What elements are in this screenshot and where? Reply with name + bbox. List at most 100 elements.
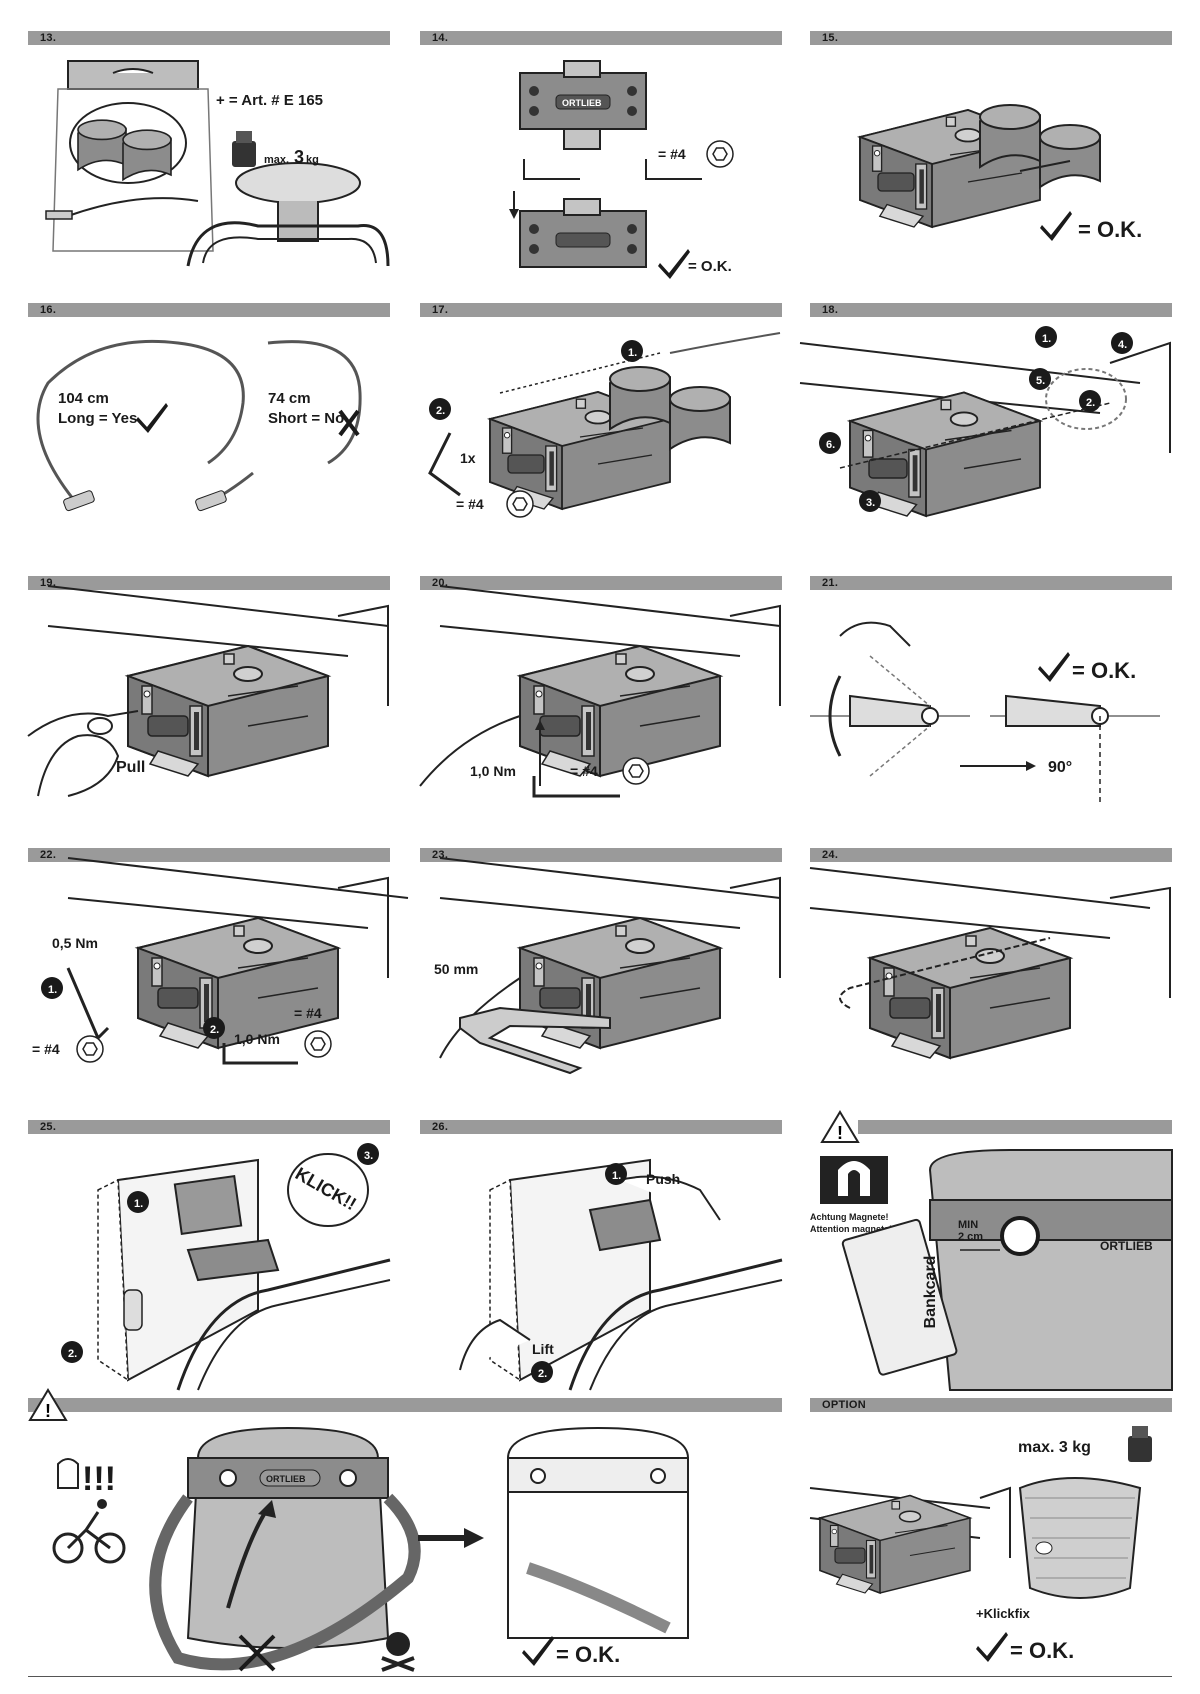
svg-text:ORTLIEB: ORTLIEB	[1100, 1239, 1153, 1253]
svg-text:2.: 2.	[436, 405, 445, 417]
step-26-panel: 26. 1. Push Lift 2.	[420, 1120, 783, 1391]
magnet-warning-en: Attention magnets!	[810, 1224, 892, 1234]
step-header	[858, 1120, 1172, 1134]
length-label: 50 mm	[434, 961, 478, 977]
long-length: 104 cm	[58, 390, 109, 407]
step-25-illustration: 1. 2. KLICK!! 3.	[28, 1140, 391, 1391]
svg-text:1.: 1.	[134, 1198, 143, 1210]
svg-text:2.: 2.	[538, 1368, 547, 1380]
step-13-illustration: max. 3 kg + = Art. # E 165	[28, 51, 390, 267]
svg-text:ORTLIEB: ORTLIEB	[562, 98, 602, 108]
ok-label: = O.K.	[1010, 1638, 1074, 1663]
svg-text:1.: 1.	[628, 347, 637, 359]
step-21-illustration: 90° = O.K.	[810, 596, 1172, 806]
step-header: 15.	[810, 31, 1172, 45]
step-24-panel: 24.	[809, 848, 1172, 1078]
step-24-illustration	[809, 867, 1172, 1078]
step-16-illustration: 104 cm Long = Yes 74 cm Short = No	[28, 323, 390, 533]
hex-size-label-a: = #4	[32, 1041, 60, 1057]
step-header: 19.	[28, 576, 390, 590]
step-header	[28, 1398, 782, 1412]
torque-label: 1,0 Nm	[470, 763, 516, 779]
step-header: 22.	[28, 848, 390, 862]
distance-label: 2 cm	[958, 1231, 983, 1243]
step-22-panel: 22. 0,5 Nm 1. = #4 2. 1,0 Nm = #4	[28, 848, 409, 1078]
svg-text:5.: 5.	[1036, 375, 1045, 387]
step-14-panel: 14. ORTLIEB = #4	[420, 31, 782, 279]
bottom-divider	[28, 1676, 1172, 1677]
step-header: 24.	[810, 848, 1172, 862]
warning-triangle-icon: !	[820, 1110, 860, 1143]
option-panel: OPTION max. 3 kg +Klickfix = O.K.	[809, 1398, 1172, 1674]
step-18-panel: 18. 1. 2. 3. 4. 5. 6.	[799, 303, 1172, 533]
step-22-illustration: 0,5 Nm 1. = #4 2. 1,0 Nm = #4	[28, 857, 409, 1078]
short-answer: Short = No	[268, 410, 344, 427]
max-label: max.	[264, 154, 289, 166]
short-length: 74 cm	[268, 390, 311, 407]
step-21-panel: 21. 90° = O.K.	[810, 576, 1172, 806]
skull-icon	[381, 1632, 415, 1672]
step-23-panel: 23. 50 mm	[420, 848, 782, 1078]
step-18-illustration: 1. 2. 3. 4. 5. 6.	[799, 323, 1172, 533]
ok-label: = O.K.	[1078, 217, 1142, 242]
step-19-panel: 19. Pull	[27, 576, 390, 806]
long-answer: Long = Yes	[58, 410, 137, 427]
max-weight-label: max. 3 kg	[1018, 1439, 1091, 1456]
step-header: OPTION	[810, 1398, 1172, 1412]
klickfix-label: +Klickfix	[976, 1606, 1031, 1621]
step-header: 21.	[810, 576, 1172, 590]
shoulder-strap-warning-panel: ! !!! ORTLIEB	[28, 1388, 782, 1674]
svg-text:4.: 4.	[1118, 339, 1127, 351]
hex-size-label: = #4	[658, 146, 686, 162]
hex-size-label: = #4	[570, 763, 598, 779]
step-header: 17.	[420, 303, 782, 317]
step-header: 25.	[28, 1120, 390, 1134]
step-header: 14.	[420, 31, 782, 45]
svg-text:!: !	[837, 1123, 843, 1143]
lift-label: Lift	[532, 1341, 554, 1357]
angle-label: 90°	[1048, 759, 1072, 776]
step-20-panel: 20. 1,0 Nm = #4	[419, 576, 782, 806]
article-number: + = Art. # E 165	[216, 92, 323, 109]
svg-text:2.: 2.	[68, 1348, 77, 1360]
min-label: MIN	[958, 1219, 978, 1231]
step-15-illustration: = O.K.	[810, 51, 1172, 261]
step-23-illustration: 50 mm	[420, 857, 782, 1078]
max-unit: kg	[306, 154, 319, 166]
step-header: 20.	[420, 576, 782, 590]
torque-label-2: 1,0 Nm	[234, 1031, 280, 1047]
torque-label-1: 0,5 Nm	[52, 935, 98, 951]
svg-text:2.: 2.	[210, 1024, 219, 1036]
turn-count: 1x	[460, 450, 476, 466]
cyclist-icon	[52, 1499, 126, 1564]
pull-label: Pull	[116, 759, 145, 776]
step-15-panel: 15. = O.K.	[810, 31, 1172, 261]
magnet-illustration: ORTLIEB Achtung Magnete! Attention magne…	[810, 1140, 1173, 1391]
svg-text:3.: 3.	[364, 1150, 373, 1162]
strap-illustration: !!! ORTLIEB	[28, 1418, 782, 1674]
ok-label: = O.K.	[1072, 658, 1136, 683]
ok-label: = O.K.	[556, 1642, 620, 1667]
svg-text:1.: 1.	[1042, 333, 1051, 345]
step-20-illustration: 1,0 Nm = #4	[419, 585, 782, 806]
step-14-illustration: ORTLIEB = #4 = O.K.	[420, 51, 782, 279]
step-26-illustration: 1. Push Lift 2.	[420, 1140, 783, 1391]
exclamation-label: !!!	[82, 1460, 116, 1498]
step-header: 16.	[28, 303, 390, 317]
svg-text:3.: 3.	[866, 497, 875, 509]
svg-text:1.: 1.	[48, 984, 57, 996]
step-header: 13.	[28, 31, 390, 45]
step-17-panel: 17. 1. 2. 1x = #4	[420, 303, 782, 533]
max-value: 3	[294, 147, 304, 167]
step-13-panel: 13. max. 3 kg + = Art. # E 165	[28, 31, 390, 267]
magnet-warning-panel: ! ORTLIEB Achtung Magnete! Attention mag…	[810, 1110, 1173, 1391]
option-illustration: max. 3 kg +Klickfix = O.K.	[809, 1418, 1172, 1674]
hex-size-label: = #4	[456, 496, 484, 512]
step-17-illustration: 1. 2. 1x = #4	[420, 323, 782, 533]
step-header: 26.	[420, 1120, 782, 1134]
svg-text:ORTLIEB: ORTLIEB	[266, 1474, 306, 1484]
step-19-illustration: Pull	[27, 585, 390, 806]
step-16-panel: 16. 104 cm Long = Yes 74 cm Short = No	[28, 303, 390, 533]
step-25-panel: 25. 1. 2. KLICK!! 3.	[28, 1120, 391, 1391]
svg-text:1.: 1.	[612, 1170, 621, 1182]
